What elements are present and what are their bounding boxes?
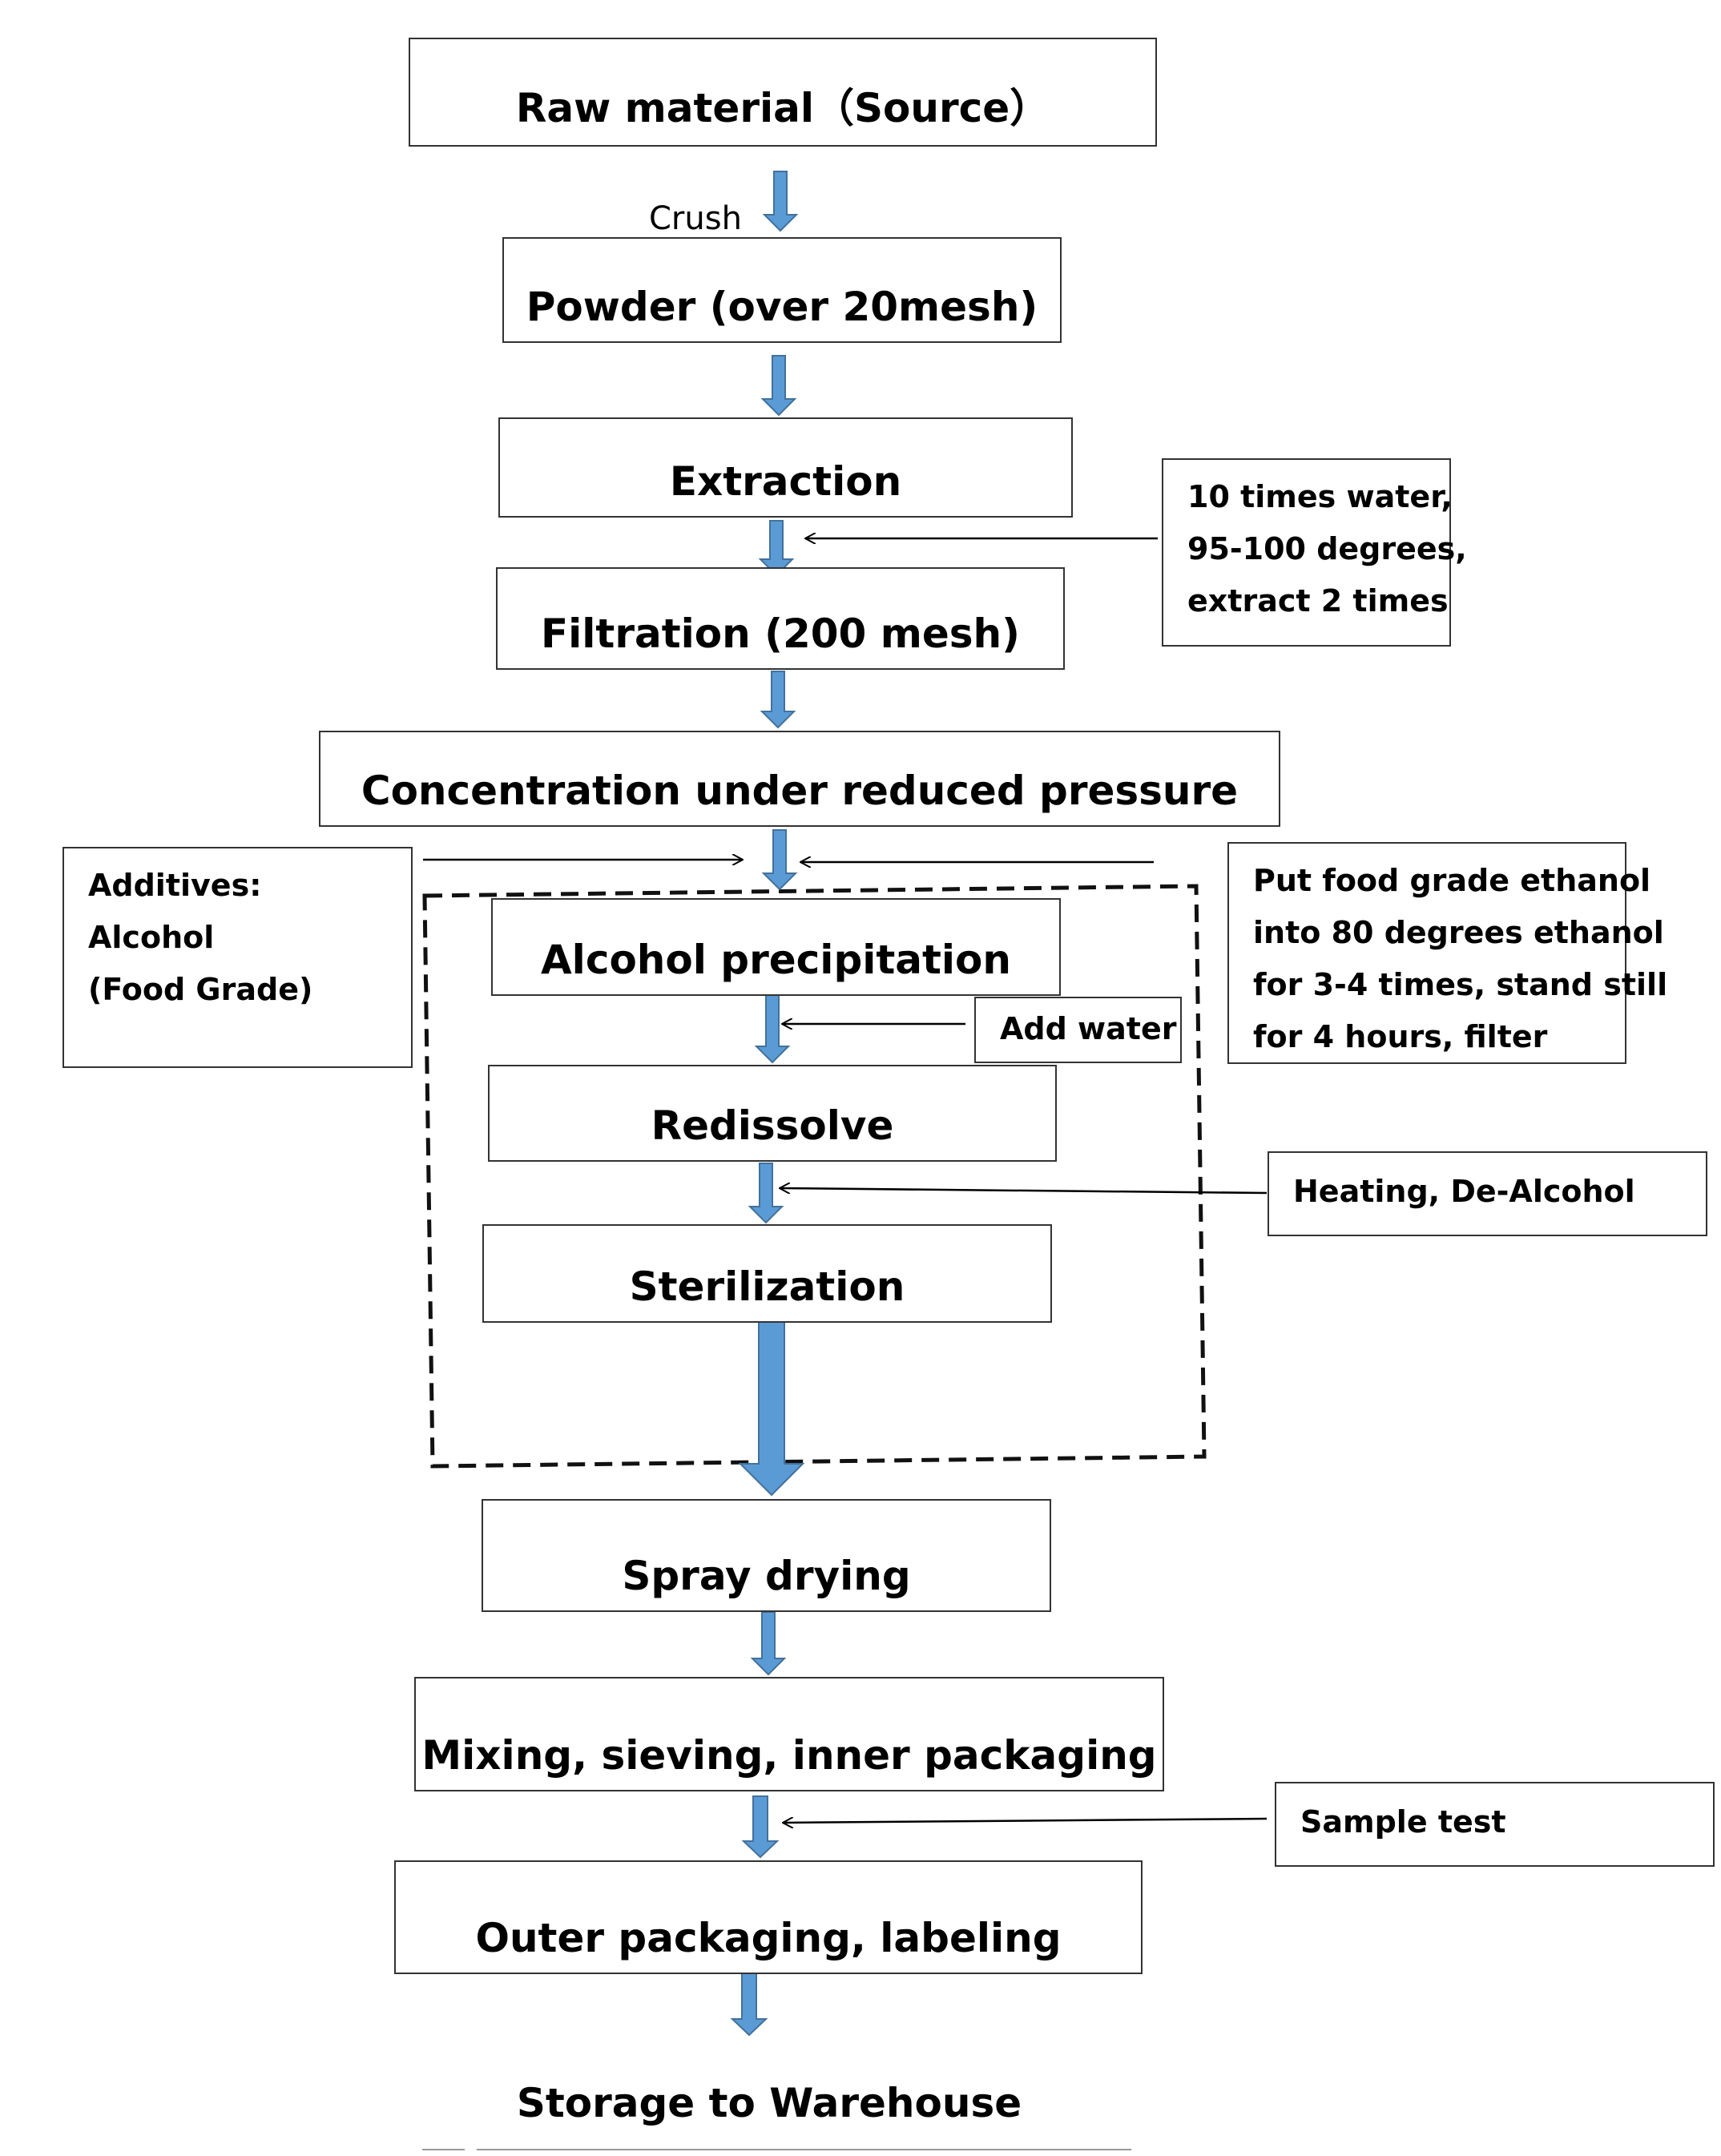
block-arrow-9 [750,1611,787,1676]
note-line: for 4 hours, filter [1253,1019,1548,1054]
block-arrow-7 [748,1163,784,1224]
note-extraction-conditions: 10 times water, 95-100 degrees, extract … [1162,458,1467,647]
step-label: Mixing, sieving, inner packaging [421,1732,1157,1779]
step-label: Alcohol precipitation [540,937,1011,983]
step-powder: Powder (over 20mesh) [502,237,1062,343]
step-label: Spray drying [622,1553,911,1599]
block-arrow-1 [762,171,799,232]
note-line: 95-100 degrees, [1187,531,1467,566]
step-label: Raw material（Source） [515,85,1050,131]
block-arrow-8 [738,1321,805,1497]
note-line: Sample test [1300,1804,1506,1840]
step-storage: Storage to Warehouse [516,2080,1022,2126]
step-label: Outer packaging, labeling [475,1915,1062,1961]
note-line: Put food grade ethanol [1253,863,1651,898]
step-concentration: Concentration under reduced pressure [319,731,1280,827]
block-arrow-4 [760,671,796,729]
step-raw-material: Raw material（Source） [409,38,1157,147]
arrow-heating [780,1188,1268,1195]
dashed-group-boundary [422,884,1207,1469]
note-line: Heating, De-Alcohol [1293,1174,1635,1209]
note-line: (Food Grade) [88,972,313,1007]
step-sterilization: Sterilization [482,1224,1052,1323]
note-additives: Additives: Alcohol (Food Grade) [62,847,413,1068]
step-filtration: Filtration (200 mesh) [496,567,1065,670]
block-arrow-6 [754,994,791,1064]
step-redissolve: Redissolve [488,1065,1057,1162]
block-arrow-5 [761,829,798,891]
step-label: Sterilization [629,1263,905,1310]
note-add-water: Add water [974,997,1182,1063]
note-line: extract 2 times [1187,583,1449,619]
block-arrow-2 [760,355,797,417]
step-label: Redissolve [651,1102,894,1149]
arrow-sample-test [783,1819,1268,1823]
step-label: Filtration (200 mesh) [541,611,1020,657]
step-extraction: Extraction [498,417,1073,518]
block-arrow-10 [741,1795,780,1859]
step-label: Concentration under reduced pressure [361,768,1239,814]
note-sample-test: Sample test [1275,1782,1715,1867]
step-outer-packaging: Outer packaging, labeling [394,1860,1143,1974]
note-ethanol: Put food grade ethanol into 80 degrees e… [1227,842,1668,1064]
step-label: Extraction [669,458,902,505]
note-line: 10 times water, [1187,479,1453,514]
note-line: for 3-4 times, stand still [1253,967,1668,1002]
crush-label: Crush [649,200,742,237]
step-spray-drying: Spray drying [482,1499,1051,1612]
note-line: Alcohol [88,920,215,955]
note-line: Additives: [88,868,262,903]
note-line: Add water [1000,1011,1177,1046]
step-mixing: Mixing, sieving, inner packaging [414,1677,1164,1791]
step-alcohol-precipitation: Alcohol precipitation [491,898,1061,996]
step-label: Powder (over 20mesh) [526,284,1038,330]
block-arrow-11 [730,1972,768,2037]
note-line: into 80 degrees ethanol [1253,915,1664,950]
note-heating: Heating, De-Alcohol [1268,1151,1707,1236]
